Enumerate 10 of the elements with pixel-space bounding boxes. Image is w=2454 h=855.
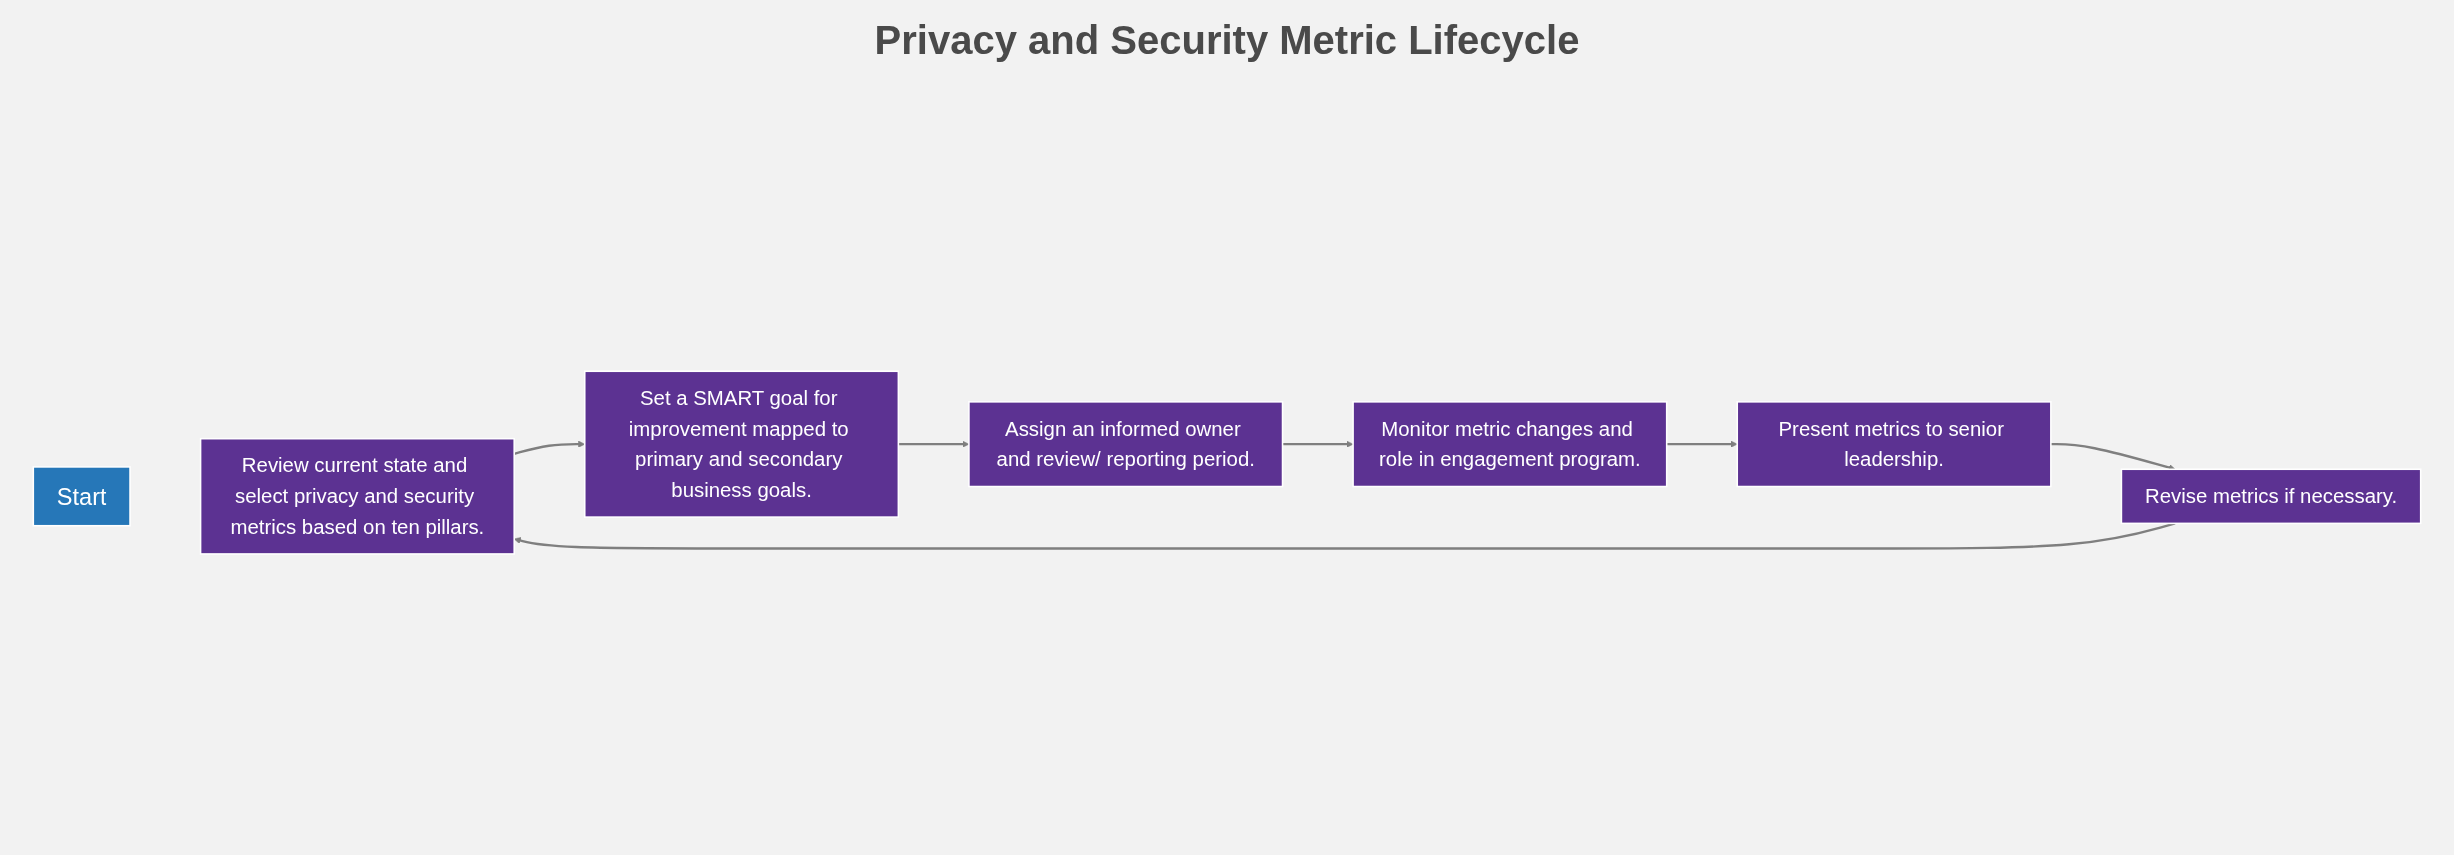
node-box: Revise metrics if necessary. [2120,468,2422,525]
node-box: Present metrics to senior leadership. [1736,401,2052,488]
node-box: Start [32,466,131,527]
node-box: Assign an informed owner and review/ reporting period. [968,401,1284,488]
node-box: Review current state and select privacy and security metrics based on ten pillars. [199,438,515,556]
arrow [1282,441,1354,449]
node-box: Monitor metric changes and role in engagement program. [1352,401,1668,488]
diagram-title: Privacy and Security Metric Lifecycle [874,18,1580,63]
node-box: Set a SMART goal for improvement mapped to primary and secondary business goals. [583,370,900,519]
arrow [1666,441,1738,449]
